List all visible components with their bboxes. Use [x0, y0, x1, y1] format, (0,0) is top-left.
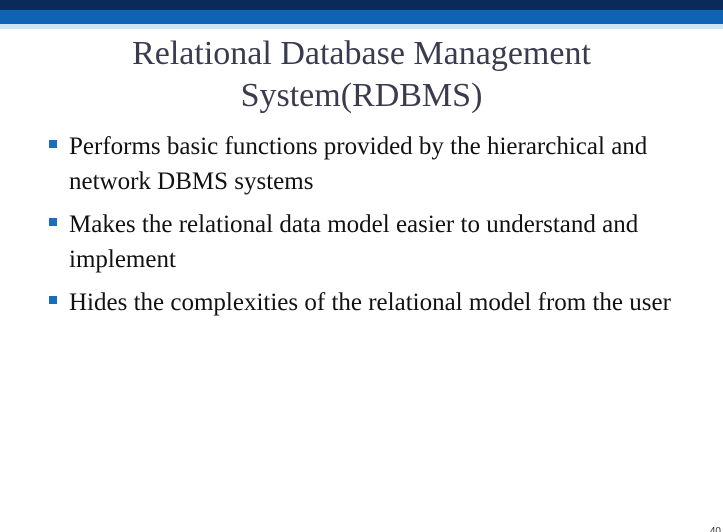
bullet-item: Makes the relational data model easier t…	[48, 207, 698, 277]
bullet-text: Makes the relational data model easier t…	[69, 211, 639, 273]
bullet-item: Hides the complexities of the relational…	[48, 285, 698, 320]
header-band-light	[0, 24, 723, 29]
square-bullet-icon	[49, 218, 57, 226]
bullet-item: Performs basic functions provided by the…	[48, 129, 698, 199]
page-number: 40	[709, 526, 721, 532]
bullet-list: Performs basic functions provided by the…	[48, 129, 698, 328]
square-bullet-icon	[49, 140, 57, 148]
slide-title: Relational Database Management System(RD…	[132, 35, 591, 114]
bullet-text: Hides the complexities of the relational…	[69, 289, 671, 316]
bullet-text: Performs basic functions provided by the…	[69, 133, 648, 195]
header-band-blue	[0, 10, 723, 24]
square-bullet-icon	[49, 296, 57, 304]
header-band-dark	[0, 0, 723, 10]
